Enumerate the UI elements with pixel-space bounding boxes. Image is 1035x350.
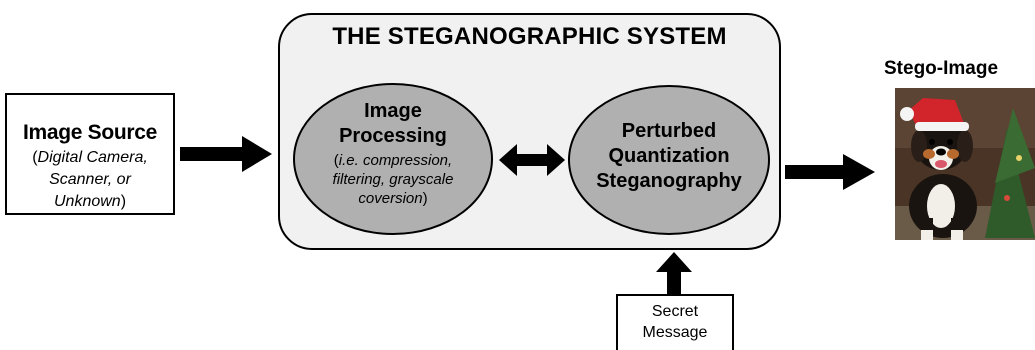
open-paren: ( (32, 149, 38, 166)
image-source-line-3: Unknown (53, 193, 121, 210)
open-paren: ( (333, 152, 339, 169)
arrow-up-icon (656, 252, 692, 294)
image-processing-title-line-2: Processing (339, 125, 447, 147)
arrow-right-icon (180, 136, 272, 172)
close-paren: ) (120, 193, 127, 210)
close-paren: ) (422, 190, 428, 207)
image-source-title: Image Source (22, 121, 158, 144)
pq-title-line-2: Quantization (608, 145, 730, 167)
image-processing-sub-line-2: filtering, grayscale (332, 171, 454, 188)
image-source-line-1: Digital Camera, (37, 149, 148, 166)
secret-message-line-2: Message (642, 324, 708, 341)
image-processing-node: Image Processing (i.e. compression, filt… (293, 83, 493, 235)
image-processing-title: Image Processing (295, 99, 491, 149)
double-arrow-icon (499, 144, 565, 176)
pq-title-line-1: Perturbed (621, 120, 717, 142)
perturbed-quantization-title: Perturbed Quantization Steganography (570, 119, 768, 194)
secret-message-box: Secret Message (616, 294, 734, 350)
image-source-description: (Digital Camera, Scanner, or Unknown) (7, 147, 173, 213)
secret-message-line-1: Secret (651, 303, 699, 320)
image-source-line-2: Scanner, or (49, 171, 131, 188)
image-source-box: Image Source (Digital Camera, Scanner, o… (5, 93, 175, 215)
image-processing-description: (i.e. compression, filtering, grayscale … (295, 151, 491, 208)
pq-title-line-3: Steganography (596, 170, 742, 192)
stego-image-label: Stego-Image (884, 58, 999, 79)
image-processing-title-line-1: Image (364, 100, 422, 122)
system-title: THE STEGANOGRAPHIC SYSTEM (332, 23, 727, 50)
arrow-right-icon (785, 154, 875, 190)
image-processing-sub-line-3: coversion (358, 190, 423, 207)
stego-image-photo (895, 88, 1035, 240)
perturbed-quantization-node: Perturbed Quantization Steganography (568, 85, 770, 235)
image-processing-sub-line-1: i.e. compression, (338, 152, 453, 169)
